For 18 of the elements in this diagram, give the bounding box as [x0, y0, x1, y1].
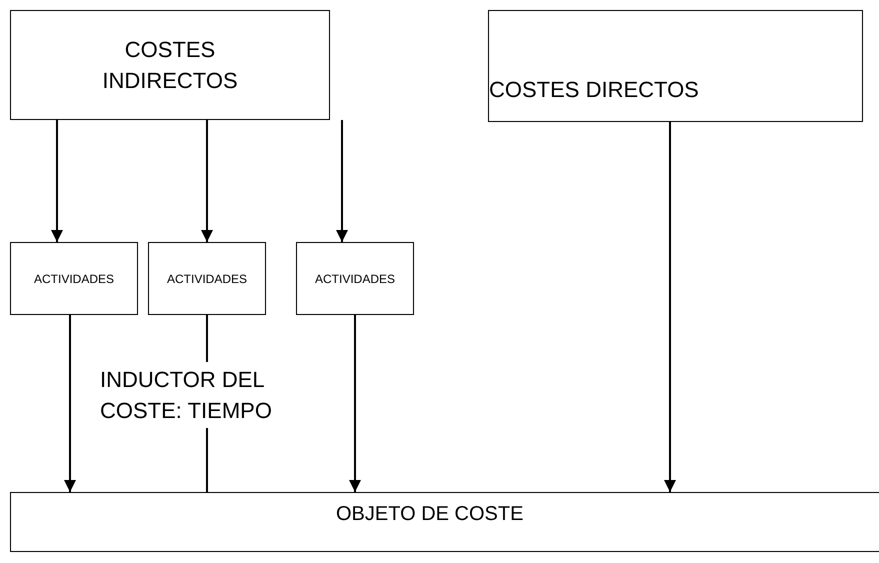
process-box [148, 242, 266, 315]
box-label: COSTES INDIRECTOS [101, 36, 239, 95]
box-label: ACTIVIDADES [34, 270, 114, 288]
arrow [664, 122, 676, 492]
box-label: COSTES DIRECTOS [489, 76, 699, 104]
process-box [296, 242, 414, 315]
arrow [64, 315, 76, 492]
box-label: OBJETO DE COSTE [336, 502, 524, 527]
process-box [10, 242, 138, 315]
arrow [201, 120, 213, 242]
arrow [349, 315, 361, 492]
process-box [10, 492, 879, 552]
process-box [488, 10, 863, 122]
arrow [336, 120, 348, 242]
process-box [10, 10, 330, 120]
arrow [51, 120, 63, 242]
box-label: ACTIVIDADES [314, 270, 395, 288]
box-label: ACTIVIDADES [166, 270, 247, 288]
